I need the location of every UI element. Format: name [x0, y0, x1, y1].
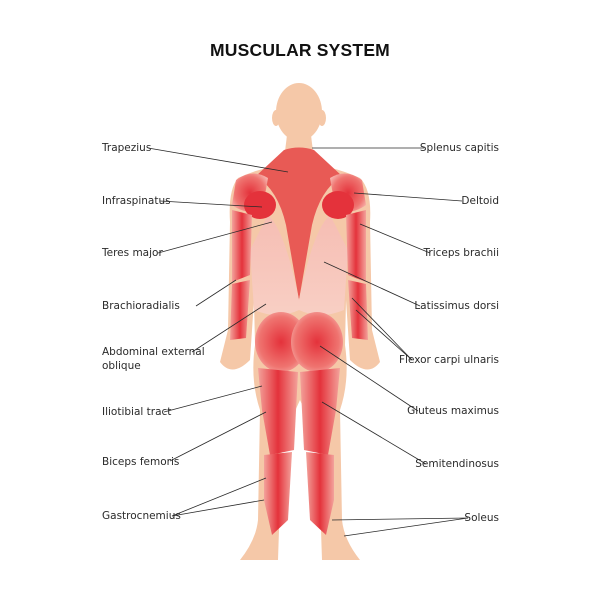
- label-flexor-carpi-ulnaris: Flexor carpi ulnaris: [398, 354, 499, 366]
- leader-triceps-brachii: [359, 223, 431, 254]
- label-latissimus-dorsi: Latissimus dorsi: [414, 300, 499, 312]
- infraspinatus-left-muscle: [244, 191, 276, 219]
- right-calf-muscle: [306, 452, 334, 535]
- left-thigh-muscle: [258, 368, 298, 455]
- label-iliotibial-tract: Iliotibial tract: [102, 406, 172, 418]
- right-thigh-muscle: [300, 368, 340, 455]
- label-deltoid: Deltoid: [461, 195, 499, 207]
- leader-gastrocnemius-1: [171, 477, 267, 517]
- label-soleus: Soleus: [464, 512, 499, 524]
- label-abdominal-external-oblique-line2: oblique: [102, 360, 141, 372]
- left-calf-muscle: [264, 452, 292, 535]
- infraspinatus-right-muscle: [322, 191, 354, 219]
- leader-teres-major: [157, 221, 273, 254]
- left-upper-arm-muscle: [232, 210, 252, 282]
- leader-trapezius: [147, 147, 289, 173]
- diagram-title: MUSCULAR SYSTEM: [210, 40, 390, 60]
- label-abdominal-external-oblique-line1: Abdominal external: [102, 346, 205, 358]
- leader-semitendinosus: [321, 401, 427, 465]
- leader-lines: [147, 147, 469, 537]
- label-trapezius: Trapezius: [102, 142, 152, 154]
- label-teres-major: Teres major: [102, 247, 163, 259]
- leader-brachioradialis: [195, 279, 237, 307]
- label-infraspinatus: Infraspinatus: [102, 195, 171, 207]
- leader-iliotibial-tract: [163, 385, 263, 413]
- leader-abdominal-external-oblique: [191, 303, 267, 353]
- leader-infraspinatus: [159, 200, 263, 208]
- latissimus-dorsi-muscle: [250, 215, 348, 315]
- gluteus-right-muscle: [291, 312, 343, 372]
- leader-soleus-1: [331, 517, 469, 521]
- leader-soleus-2: [343, 517, 469, 537]
- leader-flexor-carpi-ulnaris-2: [355, 309, 413, 361]
- leader-deltoid: [353, 192, 463, 202]
- trapezius-muscle: [256, 147, 342, 300]
- leader-biceps-femoris: [169, 411, 267, 462]
- leader-latissimus-dorsi: [323, 261, 421, 307]
- label-triceps-brachii: Triceps brachii: [423, 247, 500, 259]
- right-upper-arm-muscle: [346, 210, 366, 282]
- left-forearm-muscle: [230, 280, 250, 340]
- label-gastrocnemius: Gastrocnemius: [102, 510, 181, 522]
- muscles: [230, 147, 368, 535]
- leader-gluteus-maximus: [319, 345, 419, 412]
- gluteus-left-muscle: [255, 312, 307, 372]
- leader-gastrocnemius-2: [171, 499, 265, 517]
- label-semitendinosus: Semitendinosus: [415, 458, 499, 470]
- label-brachioradialis: Brachioradialis: [102, 300, 180, 312]
- label-gluteus-maximus: Gluteus maximus: [407, 405, 499, 417]
- right-forearm-muscle: [348, 280, 368, 340]
- leader-flexor-carpi-ulnaris-1: [351, 297, 413, 361]
- label-biceps-femoris: Biceps femoris: [102, 456, 180, 468]
- label-abdominal-external-oblique: Abdominal external oblique: [102, 345, 205, 373]
- label-splenus-capitis: Splenus capitis: [419, 142, 499, 154]
